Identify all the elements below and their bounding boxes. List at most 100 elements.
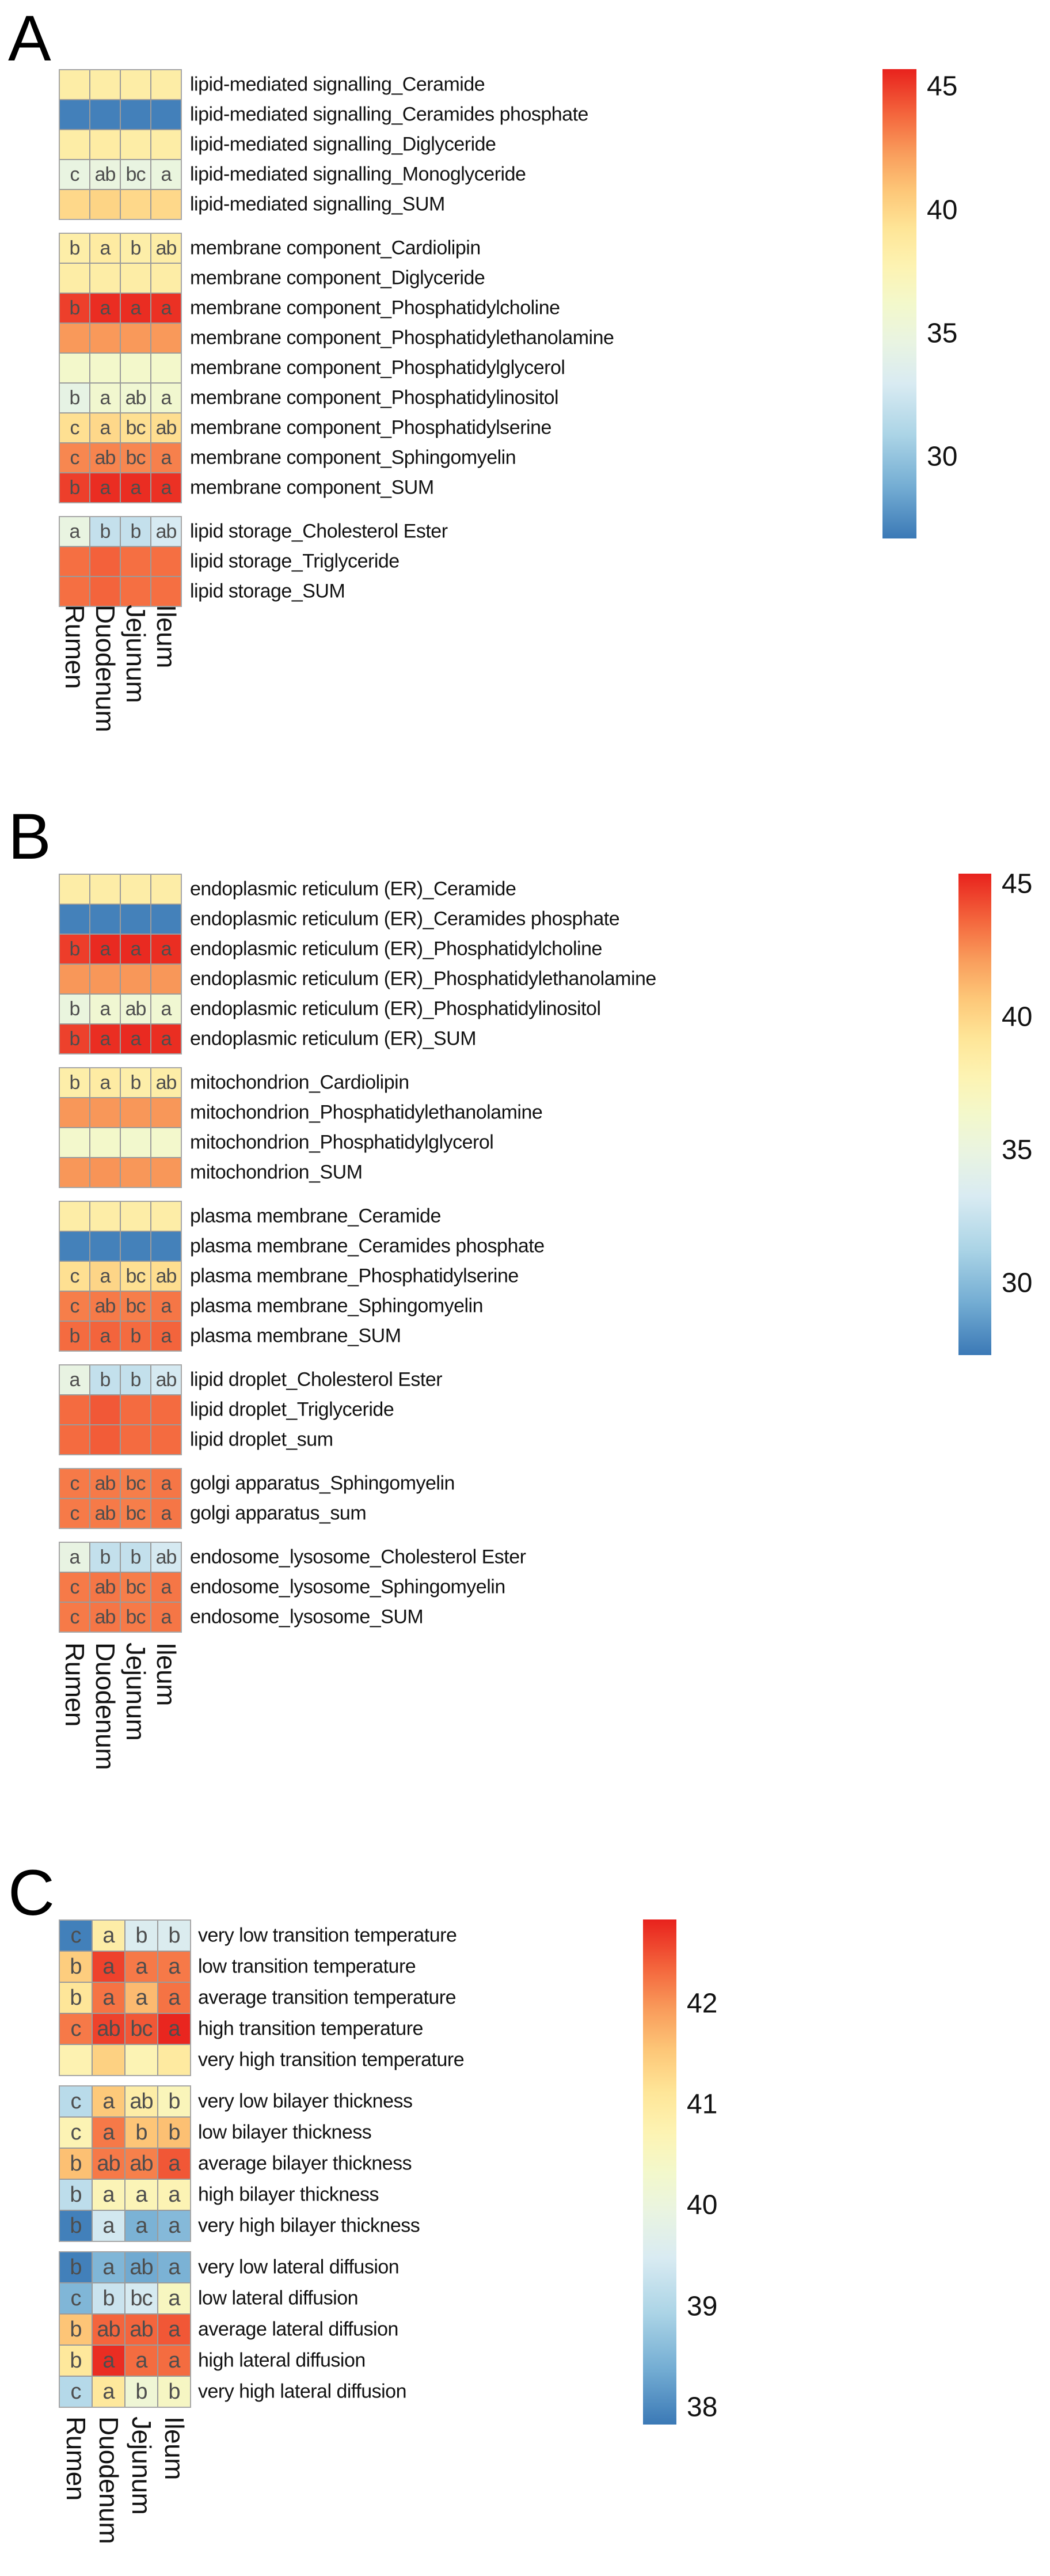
heatmap-cell: a bbox=[90, 384, 120, 412]
heatmap-cell bbox=[60, 547, 89, 576]
significance-letter: ab bbox=[130, 2255, 153, 2279]
significance-letter: a bbox=[168, 2182, 180, 2207]
significance-letter: a bbox=[100, 997, 111, 1020]
significance-letter: bc bbox=[125, 163, 146, 185]
significance-letter: b bbox=[130, 1546, 142, 1568]
heatmap-cell: b bbox=[121, 1322, 150, 1350]
row-label: lipid droplet_Cholesterol Ester bbox=[190, 1368, 443, 1391]
significance-letter: bc bbox=[125, 1576, 146, 1598]
significance-letter: c bbox=[70, 2379, 82, 2404]
heatmap-cell bbox=[151, 70, 181, 99]
heatmap-cell: a bbox=[60, 517, 89, 546]
heatmap-cell: bc bbox=[121, 160, 150, 189]
significance-letter: a bbox=[130, 476, 142, 499]
heatmap-cell bbox=[90, 190, 120, 219]
heatmap-cell: bc bbox=[121, 1262, 150, 1291]
significance-letter: a bbox=[100, 1027, 111, 1050]
significance-letter: b bbox=[69, 1027, 81, 1050]
heatmap-cell bbox=[60, 1128, 89, 1157]
heatmap-cell: ab bbox=[90, 1603, 120, 1632]
heatmap-cell: a bbox=[151, 1025, 181, 1053]
significance-letter: b bbox=[100, 1368, 111, 1391]
row-label: membrane component_Phosphatidylglycerol bbox=[190, 356, 565, 379]
heatmap-cell bbox=[151, 875, 181, 904]
row-label: lipid-mediated signalling_SUM bbox=[190, 193, 445, 215]
column-label-rumen: Rumen bbox=[59, 1642, 90, 1727]
heatmap-cell: b bbox=[158, 2118, 190, 2148]
heatmap-cell bbox=[60, 2045, 92, 2075]
colorbar-tick-label: 40 bbox=[927, 195, 958, 225]
significance-letter: a bbox=[135, 1985, 147, 2010]
significance-letter: b bbox=[70, 2151, 82, 2176]
heatmap-cell bbox=[60, 190, 89, 219]
heatmap-cell: b bbox=[60, 2252, 92, 2282]
row-label: high bilayer thickness bbox=[198, 2183, 379, 2206]
significance-letter: b bbox=[70, 1985, 82, 2010]
significance-letter: c bbox=[70, 2120, 82, 2145]
significance-letter: a bbox=[100, 386, 111, 409]
colorbar-c bbox=[643, 1919, 676, 2425]
heatmap-cell bbox=[90, 1232, 120, 1261]
heatmap-cell bbox=[121, 1232, 150, 1261]
significance-letter: a bbox=[102, 1923, 115, 1948]
significance-letter: a bbox=[102, 2213, 115, 2238]
row-label: very low bilayer thickness bbox=[198, 2090, 413, 2112]
significance-letter: a bbox=[69, 1546, 81, 1568]
column-label-rumen: Rumen bbox=[60, 2416, 91, 2501]
significance-letter: ab bbox=[125, 386, 147, 409]
heatmap-cell: c bbox=[60, 1469, 89, 1498]
heatmap-cell bbox=[151, 1425, 181, 1454]
significance-letter: b bbox=[100, 520, 111, 542]
heatmap-cell: a bbox=[121, 1025, 150, 1053]
heatmap-cell: c bbox=[60, 1921, 92, 1951]
significance-letter: b bbox=[69, 237, 81, 259]
significance-letter: b bbox=[70, 2348, 82, 2373]
heatmap-cell bbox=[121, 965, 150, 993]
heatmap-cell bbox=[151, 324, 181, 352]
significance-letter: c bbox=[70, 1472, 80, 1494]
significance-letter: b bbox=[130, 237, 142, 259]
colorbar-tick-label: 30 bbox=[927, 441, 958, 472]
significance-letter: ab bbox=[94, 1606, 116, 1628]
heatmap-cell: b bbox=[158, 2377, 190, 2407]
heatmap-cell: ab bbox=[151, 413, 181, 442]
heatmap-cell bbox=[121, 1395, 150, 1424]
column-label-jejunum: Jejunum bbox=[120, 605, 151, 703]
heatmap-cell bbox=[90, 70, 120, 99]
column-label-jejunum: Jejunum bbox=[126, 2416, 157, 2515]
row-label: endoplasmic reticulum (ER)_Phosphatidyle… bbox=[190, 968, 656, 990]
significance-letter: a bbox=[102, 2182, 115, 2207]
colorbar-tick-label: 42 bbox=[687, 1988, 718, 2019]
significance-letter: a bbox=[168, 2286, 180, 2311]
colorbar-a bbox=[882, 69, 916, 538]
significance-letter: a bbox=[100, 1071, 111, 1094]
significance-letter: a bbox=[102, 2348, 115, 2373]
heatmap-cell: a bbox=[121, 473, 150, 502]
heatmap-cell bbox=[90, 875, 120, 904]
significance-letter: ab bbox=[130, 2089, 153, 2114]
heatmap-cell: a bbox=[125, 1952, 157, 1982]
heatmap-cell bbox=[60, 875, 89, 904]
heatmap-cell bbox=[60, 264, 89, 293]
heatmap-cell bbox=[90, 1425, 120, 1454]
significance-letter: ab bbox=[155, 520, 177, 542]
heatmap-cell bbox=[151, 264, 181, 293]
heatmap-cell: b bbox=[158, 1921, 190, 1951]
row-label: very low transition temperature bbox=[198, 1924, 457, 1947]
row-label: lipid storage_SUM bbox=[190, 580, 345, 602]
significance-letter: ab bbox=[97, 2016, 120, 2041]
heatmap-cell: a bbox=[158, 2211, 190, 2241]
significance-letter: a bbox=[161, 1325, 172, 1347]
heatmap-cell: b bbox=[90, 517, 120, 546]
heatmap-cell: b bbox=[90, 1365, 120, 1394]
heatmap-cell bbox=[60, 577, 89, 606]
heatmap-cell: ab bbox=[90, 1499, 120, 1528]
heatmap-cell: b bbox=[60, 1068, 89, 1097]
heatmap-cell: a bbox=[151, 443, 181, 472]
significance-letter: b bbox=[69, 1071, 81, 1094]
heatmap-cell: ab bbox=[151, 234, 181, 263]
heatmap-cell: b bbox=[60, 234, 89, 263]
significance-letter: ab bbox=[155, 237, 177, 259]
